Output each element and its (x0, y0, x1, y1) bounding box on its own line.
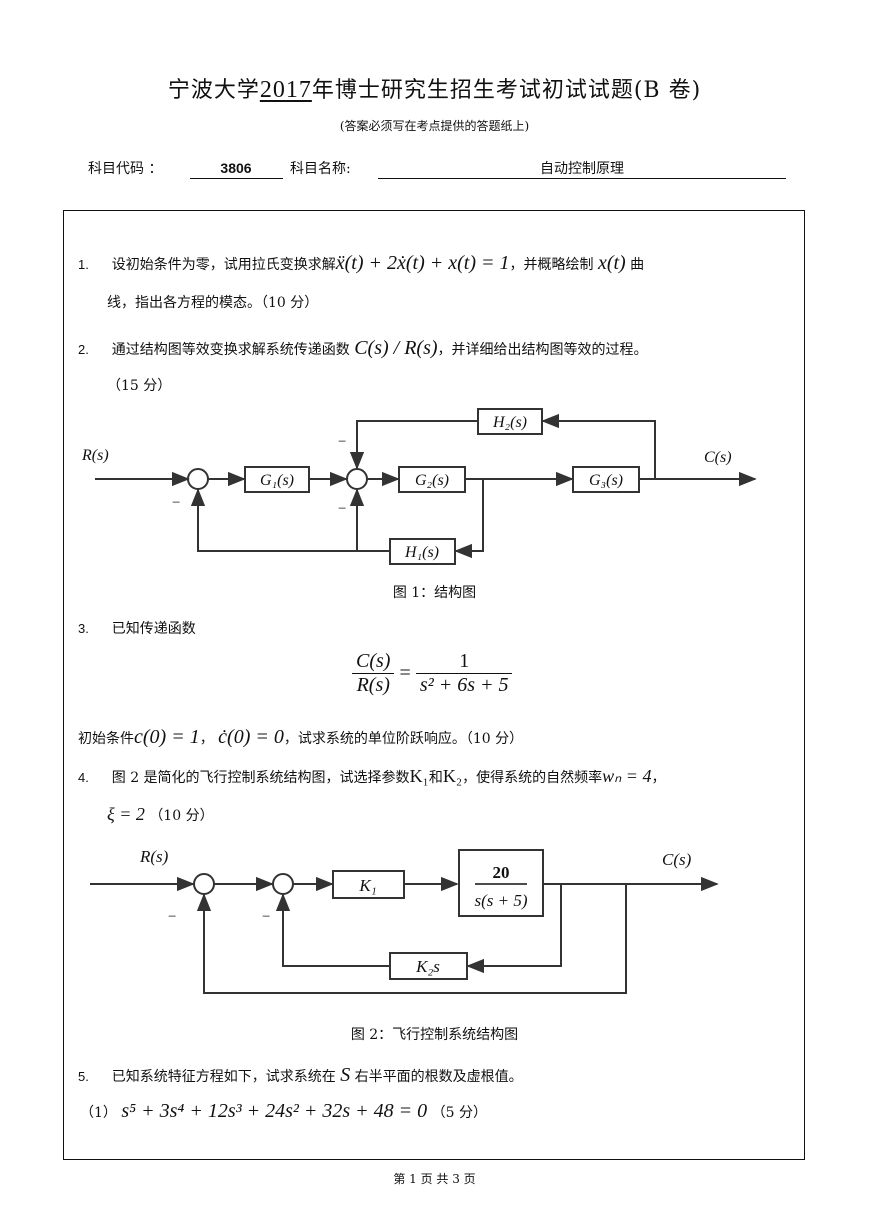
q4-number: 4. (78, 770, 89, 785)
title-year: 2017 (259, 77, 312, 103)
q3-rhs-bar (415, 673, 513, 674)
q3-lhs-fraction: C(s) R(s) (352, 650, 395, 697)
fig1-minus-sum1: − (172, 495, 180, 511)
q4-line2: ξ = 2 （10 分） (107, 804, 214, 825)
q3-text: 已知传递函数 (111, 621, 196, 637)
fig1-edge-to-h2 (541, 413, 656, 479)
q3-cond-c0: c(0) = 1 (134, 726, 200, 748)
fig1-edge-to-h1 (454, 479, 484, 559)
q4-wn: wₙ = 4 (602, 766, 652, 786)
q2-line2: （15 分） (107, 378, 172, 394)
q2-number: 2. (78, 342, 89, 357)
fig1-g2-label: G₂(s) (415, 472, 449, 489)
q1-text-c: 曲 (630, 257, 645, 273)
q2-text-b: ，并详细给出结构图等效的过程。 (437, 342, 648, 358)
q3-rhs-den: s² + 6s + 5 (419, 674, 509, 696)
q3-rhs-num: 1 (459, 650, 470, 672)
exam-title: 宁波大学2017年博士研究生招生考试初试试题(B 卷) (0, 72, 869, 104)
q1-line1: 1. 设初始条件为零，试用拉氏变换求解ẍ(t) + 2ẋ(t) + x(t) =… (78, 252, 644, 275)
fig2-plant-num: 20 (493, 863, 510, 882)
q3-cond-sep: ， (199, 731, 214, 747)
fig1-label-c: C(s) (704, 449, 732, 466)
q1-variable: x(t) (597, 252, 626, 274)
subject-code-label: 科目代码 ： (88, 161, 163, 177)
fig2-minus-sum2: − (262, 909, 270, 925)
q3-cond-text-b: ，试求系统的单位阶跃响应。（10 分） (283, 731, 524, 747)
fig2-edge-to-k2s (466, 884, 562, 974)
q3-line1: 3. 已知传递函数 (78, 618, 196, 638)
q4-xi: ξ = 2 (107, 804, 145, 824)
q5-line1: 5. 已知系统特征方程如下，试求系统在 S 右半平面的根数及虚根值。 (78, 1064, 523, 1087)
subject-code-value: 3806 (220, 160, 252, 176)
fig1-caption: 图 1：结构图 (392, 585, 477, 601)
q5-number: 5. (78, 1069, 89, 1084)
fig1-h1-label: H₁(s) (404, 544, 439, 561)
subject-name-label: 科目名称: (290, 161, 351, 177)
subject-name-underline (378, 178, 786, 179)
answer-note: (答案必须写在考点提供的答题纸上) (339, 119, 530, 133)
q2-text-a: 通过结构图等效变换求解系统传递函数 (111, 342, 350, 358)
q4-k2: K₂ (442, 766, 463, 786)
fig2-edge-k2s-sum2 (275, 893, 390, 967)
fig2-k2s-label: K₂s (415, 957, 440, 976)
fig2-label-r: R(s) (139, 847, 169, 866)
fig1-h2-label: H₂(s) (492, 414, 527, 431)
q4-points: （10 分） (149, 808, 214, 824)
q4-text-b: ，使得系统的自然频率 (462, 770, 603, 786)
q4-k1: K₁ (409, 766, 429, 786)
fig1-edge-h2-sum2 (349, 420, 478, 470)
q4-text-a: 图 2 是简化的飞行控制系统结构图，试选择参数 (111, 770, 410, 786)
q1-equation: ẍ(t) + 2ẋ(t) + x(t) = 1 (335, 252, 510, 274)
q1-number: 1. (78, 257, 89, 272)
fig1-minus-sum2-bottom: − (338, 501, 346, 517)
q3-formula: C(s) R(s) = 1 s² + 6s + 5 (352, 650, 513, 697)
q3-cond-cd0: ċ(0) = 0 (218, 726, 284, 748)
fig2-sum2 (272, 873, 294, 895)
q5-sub1: （1） s⁵ + 3s⁴ + 12s³ + 24s² + 32s + 48 = … (80, 1100, 487, 1123)
title-suffix: 年博士研究生招生考试初试试题(B 卷) (311, 78, 702, 103)
fig2-sum1 (193, 873, 215, 895)
q3-lhs-bar (352, 673, 395, 674)
fig1-edge-h1-sum1 (190, 488, 390, 552)
q1-text-a: 设初始条件为零，试用拉氏变换求解 (111, 257, 336, 273)
q3-lhs-den: R(s) (356, 674, 390, 696)
q5-text-b: 右半平面的根数及虚根值。 (354, 1069, 523, 1085)
subject-name-value: 自动控制原理 (540, 161, 624, 177)
q3-cond-text-a: 初始条件 (78, 731, 134, 747)
subject-code-underline (190, 178, 283, 179)
q4-and: 和 (428, 770, 443, 786)
page-footer: 第 1 页 共 3 页 (393, 1172, 476, 1186)
q5-sub1-label: （1） (80, 1105, 117, 1121)
fig2-k1-label: K₁ (358, 876, 376, 895)
q5-text-a: 已知系统特征方程如下，试求系统在 (111, 1069, 336, 1085)
q3-number: 3. (78, 621, 89, 636)
fig1-g3-label: G₃(s) (589, 472, 623, 489)
fig2-minus-sum1: − (168, 909, 176, 925)
title-prefix: 宁波大学 (167, 78, 260, 103)
question-frame (63, 210, 805, 1160)
q2-transfer-function: C(s) / R(s) (354, 337, 438, 359)
q5-sub1-points: （5 分） (431, 1105, 487, 1121)
fig2-label-c: C(s) (662, 850, 692, 869)
q2-line1: 2. 通过结构图等效变换求解系统传递函数 C(s) / R(s)，并详细给出结构… (78, 337, 648, 360)
fig2-plant-den: s(s + 5) (474, 891, 527, 910)
q3-condition-line: 初始条件c(0) = 1， ċ(0) = 0，试求系统的单位阶跃响应。（10 分… (78, 726, 523, 749)
fig2-edge-unity-feedback (196, 884, 627, 994)
q4-line1: 4. 图 2 是简化的飞行控制系统结构图，试选择参数K₁和K₂，使得系统的自然频… (78, 766, 665, 787)
fig1-minus-sum2-top: − (338, 434, 346, 450)
q5-s: S (340, 1064, 351, 1086)
q1-line2: 线，指出各方程的模态。（10 分） (107, 295, 319, 311)
fig1-g1-label: G₁(s) (260, 472, 294, 489)
q1-text-b: ，并概略绘制 (509, 257, 594, 273)
fig2-caption: 图 2：飞行控制系统结构图 (350, 1027, 519, 1043)
q5-sub1-equation: s⁵ + 3s⁴ + 12s³ + 24s² + 32s + 48 = 0 (121, 1100, 428, 1122)
q3-rhs-fraction: 1 s² + 6s + 5 (415, 650, 513, 697)
fig1-label-r: R(s) (81, 447, 109, 464)
q3-lhs-num: C(s) (356, 650, 391, 672)
q4-comma: ， (651, 770, 666, 786)
